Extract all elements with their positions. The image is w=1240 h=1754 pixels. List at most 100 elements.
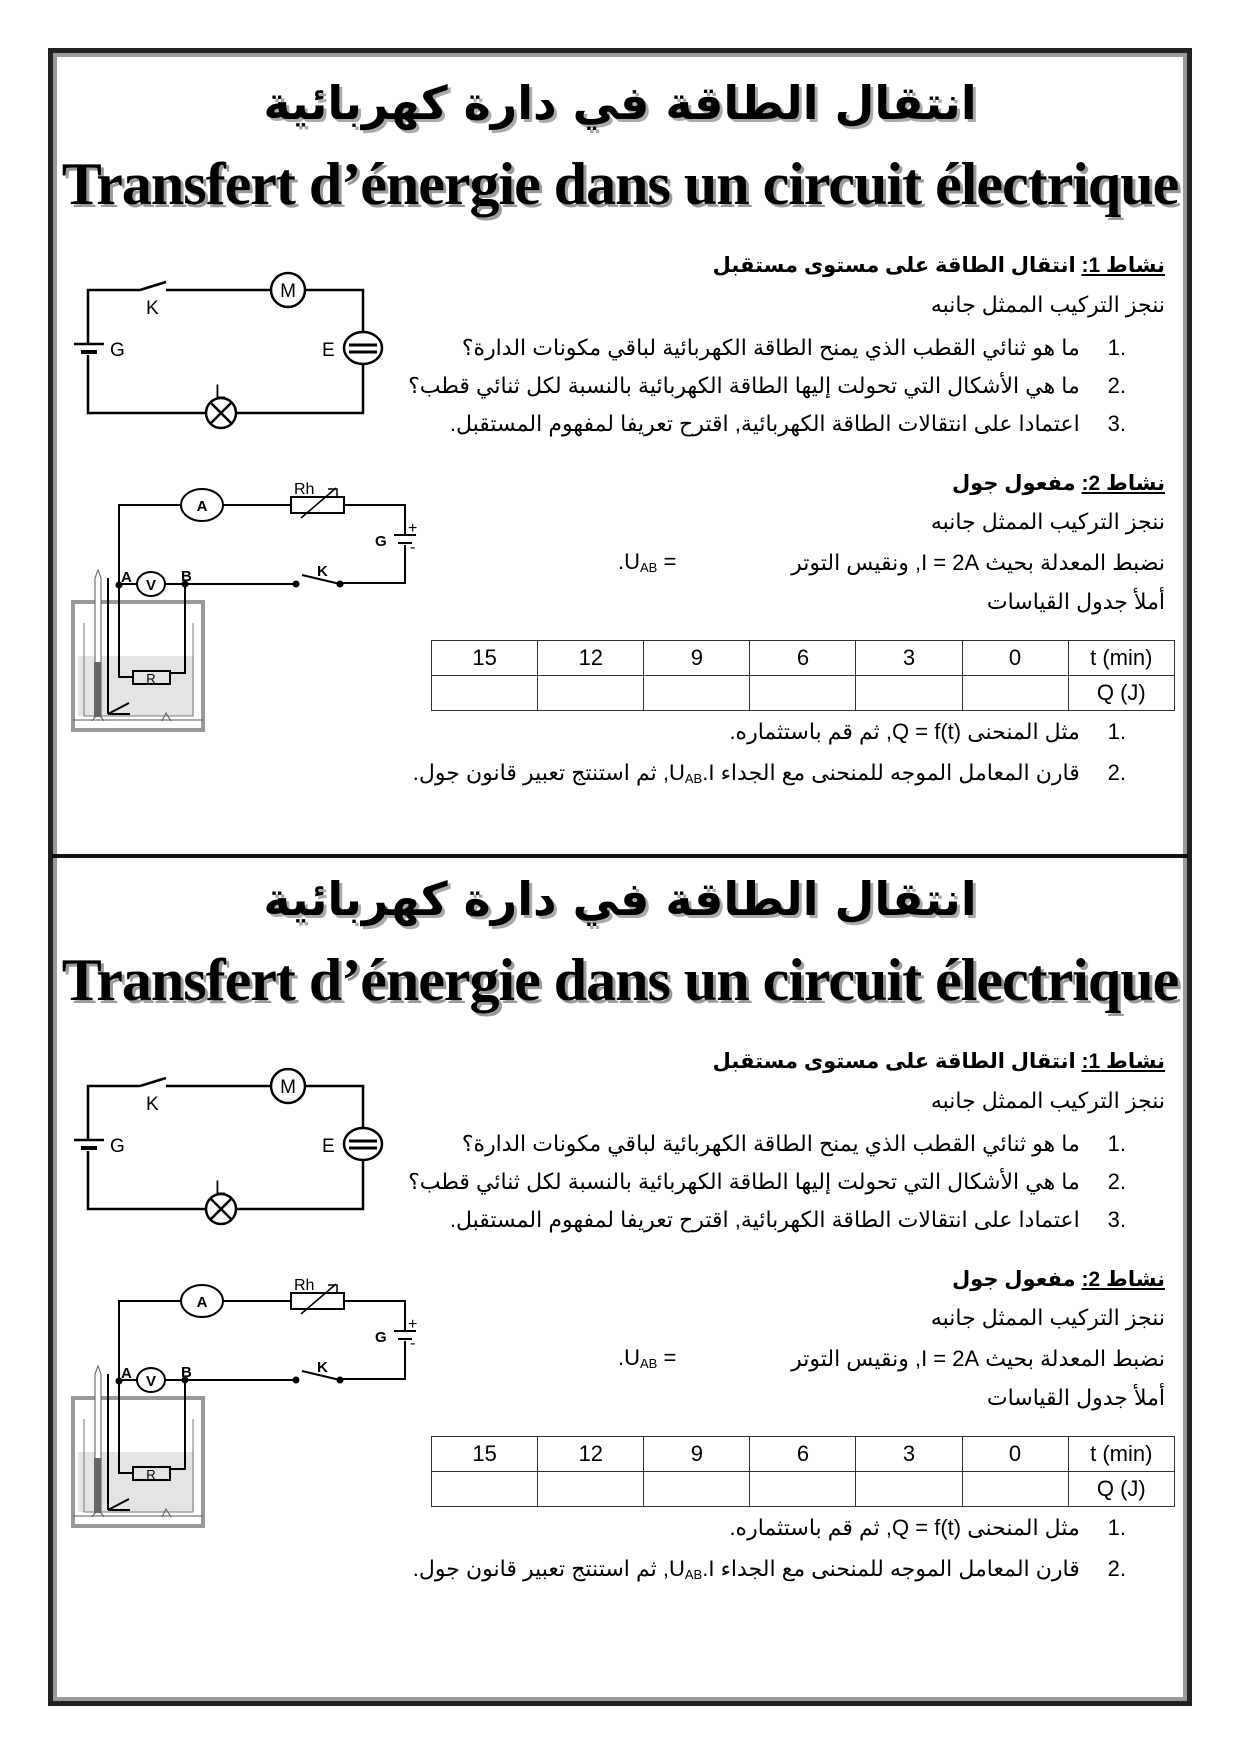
node-b <box>181 1376 189 1384</box>
activity1-question: 3. اعتمادا على انتقالات الطاقة الكهربائي… <box>450 410 1126 438</box>
label-k2: K <box>317 563 328 580</box>
wire <box>86 288 365 415</box>
question-text: مثل المنحنى <box>961 1515 1080 1540</box>
energy-cell[interactable] <box>749 1471 857 1507</box>
activity2-question: 1. مثل المنحنى Q = f(t), ثم قم باستثماره… <box>729 1514 1126 1542</box>
label-k: K <box>146 1094 159 1115</box>
question-number: 1. <box>1107 719 1126 744</box>
circuit2 <box>115 1283 416 1481</box>
rheostat-arrow <box>300 1283 338 1315</box>
label-g2: G <box>375 533 387 550</box>
switch-k <box>139 1076 167 1088</box>
setup-current: I = 2A <box>921 550 980 575</box>
activity1-question: 2. ما هي الأشكال التي تحولت إليها الطاقة… <box>408 372 1126 400</box>
question-text-end: , ثم استنتج تعبير قانون جول. <box>412 760 669 785</box>
label-rh: Rh <box>294 1277 314 1294</box>
uab-blank: .UAB = <box>618 1345 676 1371</box>
activity1-question: 1. ما هو ثنائي القطب الذي يمنح الطاقة ال… <box>462 334 1126 362</box>
label-minus: - <box>410 539 415 556</box>
energy-cell[interactable] <box>643 675 751 711</box>
time-cell: 0 <box>961 1436 1069 1472</box>
activity2-setup: نضبط المعدلة بحيث I = 2A, ونقيس التوتر <box>791 549 1165 577</box>
electrolyser-symbol <box>342 1126 384 1162</box>
energy-cell[interactable] <box>537 675 645 711</box>
uab-equals: = <box>657 549 677 574</box>
table-row: Q (J) <box>430 1471 1176 1507</box>
circuit2 <box>115 487 416 685</box>
label-g: G <box>110 1136 125 1157</box>
label-plus: + <box>408 1316 417 1333</box>
switch-k2 <box>301 1370 341 1381</box>
label-e: E <box>322 340 335 361</box>
row-header-energy: Q (J) <box>1067 675 1176 711</box>
activity2-heading: نشاط 2: مفعول جول <box>952 1266 1165 1294</box>
time-cell: 3 <box>855 1436 963 1472</box>
setup-text-end: , ونقيس التوتر <box>791 1346 922 1371</box>
energy-cell[interactable] <box>643 1471 751 1507</box>
energy-cell[interactable] <box>961 1471 1069 1507</box>
formula-u: U <box>668 760 685 785</box>
motor-symbol <box>269 271 307 309</box>
setup-text: نضبط المعدلة بحيث <box>979 1346 1165 1371</box>
label-g2: G <box>375 1329 387 1346</box>
label-r: R <box>146 1467 155 1482</box>
energy-cell[interactable] <box>749 675 857 711</box>
label-a: A <box>121 1365 132 1382</box>
row-header-time: t (min) <box>1067 640 1176 676</box>
lamp-cross <box>209 1197 233 1221</box>
title-arabic: انتقال الطاقة في دارة كهربائية <box>263 872 977 926</box>
motor-symbol <box>269 1067 307 1105</box>
table-row: t (min) 0 3 6 9 12 15 <box>430 640 1176 676</box>
title-french: Transfert d’énergie dans un circuit élec… <box>61 151 1180 217</box>
circuit1 <box>74 1067 384 1226</box>
label-e: E <box>322 1136 335 1157</box>
question-number: 1. <box>1107 335 1126 360</box>
rheostat-arrow <box>300 487 338 519</box>
time-cell: 6 <box>749 1436 857 1472</box>
energy-cell[interactable] <box>430 1471 539 1507</box>
table-row: Q (J) <box>430 675 1176 711</box>
question-text: اعتمادا على انتقالات الطاقة الكهربائية, … <box>449 411 1080 436</box>
voltmeter-symbol <box>136 1367 166 1393</box>
voltmeter-symbol <box>136 571 166 597</box>
activity1-title: انتقال الطاقة على مستوى مستقبل <box>712 1050 1082 1073</box>
formula: Q = f(t) <box>892 1515 962 1540</box>
question-text: ما هو ثنائي القطب الذي يمنح الطاقة الكهر… <box>461 335 1080 360</box>
formula: Q = f(t) <box>892 719 962 744</box>
energy-cell[interactable] <box>855 675 963 711</box>
switch-contact <box>336 580 344 588</box>
energy-cell[interactable] <box>961 675 1069 711</box>
formula-i: .I <box>702 1556 715 1581</box>
label-g: G <box>110 340 125 361</box>
setup-current: I = 2A <box>921 1346 980 1371</box>
question-text: مثل المنحنى <box>961 719 1080 744</box>
question-text: قارن المعامل الموجه للمنحنى مع الجداء <box>714 1556 1080 1581</box>
lamp-symbol <box>204 396 238 430</box>
ammeter-symbol <box>180 488 224 522</box>
question-text-end: , ثم قم باستثماره. <box>729 1515 893 1540</box>
question-text: اعتمادا على انتقالات الطاقة الكهربائية, … <box>449 1207 1080 1232</box>
question-number: 2. <box>1107 1556 1126 1581</box>
time-cell: 9 <box>643 640 751 676</box>
activity2-label: نشاط 2: <box>1081 1268 1165 1291</box>
activity2-intro: ننجز التركيب الممثل جانبه <box>930 509 1165 534</box>
activity2-label: نشاط 2: <box>1081 472 1165 495</box>
energy-cell[interactable] <box>855 1471 963 1507</box>
activity1-heading: نشاط 1: انتقال الطاقة على مستوى مستقبل <box>713 1048 1165 1076</box>
question-text: ما هي الأشكال التي تحولت إليها الطاقة ال… <box>408 373 1080 398</box>
formula-u: U <box>668 1556 685 1581</box>
uab-blank: .UAB = <box>618 549 676 575</box>
row-header-time: t (min) <box>1067 1436 1176 1472</box>
node-a <box>115 1377 123 1385</box>
node-a <box>115 581 123 589</box>
label-m: M <box>280 281 296 302</box>
time-cell: 0 <box>961 640 1069 676</box>
energy-cell[interactable] <box>537 1471 645 1507</box>
label-a: A <box>121 569 132 586</box>
label-b: B <box>181 568 192 585</box>
label-b: B <box>181 1364 192 1381</box>
formula-sub: AB <box>684 1567 703 1582</box>
energy-cell[interactable] <box>430 675 539 711</box>
resistor-symbol <box>132 1466 171 1481</box>
label-plus: + <box>408 520 417 537</box>
